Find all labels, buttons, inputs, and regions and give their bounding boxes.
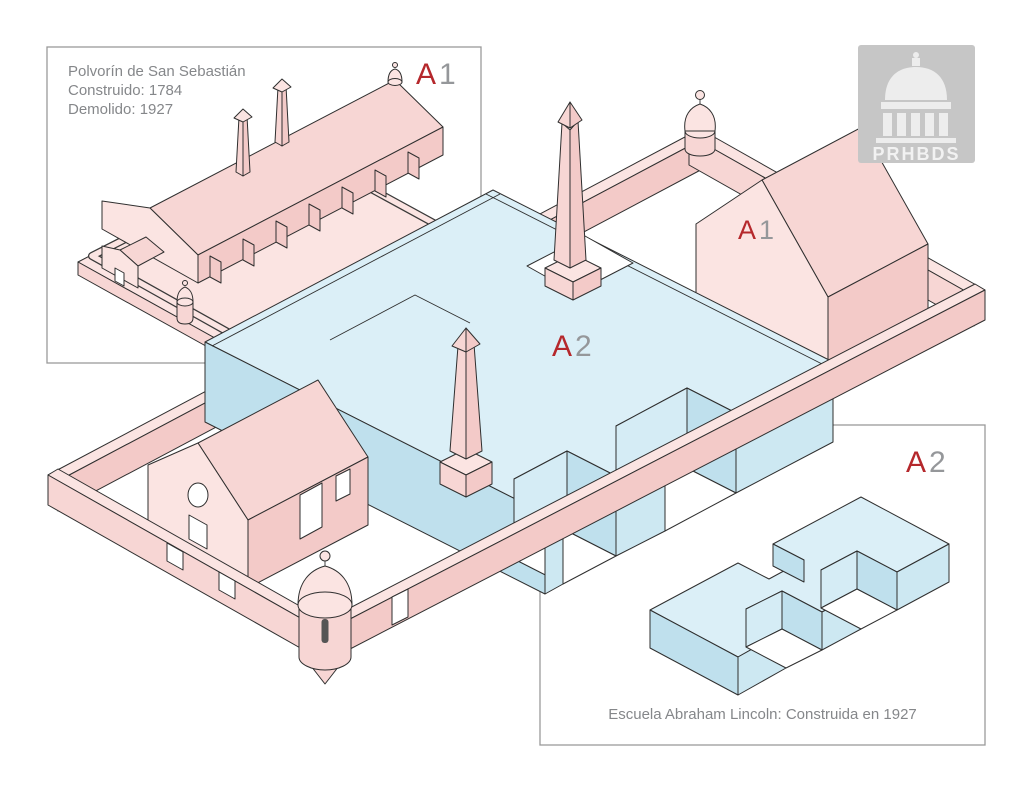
logo-prhbds: PRHBDS	[858, 45, 975, 164]
mini-chimney	[233, 108, 253, 177]
label-letter: A	[738, 215, 758, 245]
door	[299, 482, 323, 540]
capitol-building-icon	[876, 52, 956, 143]
wall-door	[218, 571, 236, 600]
mini-annex-house	[101, 236, 165, 289]
sentry-turret	[297, 550, 353, 685]
round-window	[187, 482, 209, 508]
polvorin-building	[695, 126, 929, 376]
turret-slit	[321, 619, 329, 643]
label-letter: A	[416, 58, 438, 91]
compound-front-walls	[47, 283, 986, 663]
chimney	[439, 327, 493, 498]
inset-polvorin-title-line: Demolido: 1927	[68, 101, 174, 118]
label-number: 2	[575, 330, 593, 363]
label-number: 1	[439, 58, 457, 91]
window	[188, 514, 208, 550]
wall-door	[166, 542, 184, 571]
chimney	[526, 101, 634, 301]
inset-escuela-caption: Escuela Abraham Lincoln: Construida en 1…	[608, 706, 917, 723]
wall-door	[391, 588, 409, 626]
label-number: 2	[929, 446, 947, 479]
label-letter: A	[906, 446, 928, 479]
main-label-a1: A1	[738, 215, 775, 246]
inset-escuela-label: A2	[906, 446, 947, 480]
main-drawing	[47, 90, 986, 685]
logo-text: PRHBDS	[872, 144, 961, 164]
main-label-a2: A2	[552, 330, 593, 364]
mini-chimney	[272, 78, 292, 147]
inset-polvorin-title-line: Polvorín de San Sebastián	[68, 63, 246, 80]
dome-turret	[684, 90, 716, 157]
mini-school-drawing	[649, 496, 950, 696]
mini-buttress-row	[209, 151, 420, 284]
label-letter: A	[552, 330, 574, 363]
inset-polvorin-box	[46, 46, 482, 366]
inset-polvorin-label: A1	[416, 58, 457, 92]
window	[335, 468, 351, 502]
mini-dome-finial	[387, 62, 403, 86]
inset-polvorin-title: Polvorín de San Sebastián Construido: 17…	[68, 62, 348, 119]
gabled-house	[147, 379, 369, 589]
mini-sentry-turret	[176, 280, 194, 325]
inset-polvorin-title-line: Construido: 1784	[68, 82, 183, 99]
label-number: 1	[759, 215, 776, 245]
